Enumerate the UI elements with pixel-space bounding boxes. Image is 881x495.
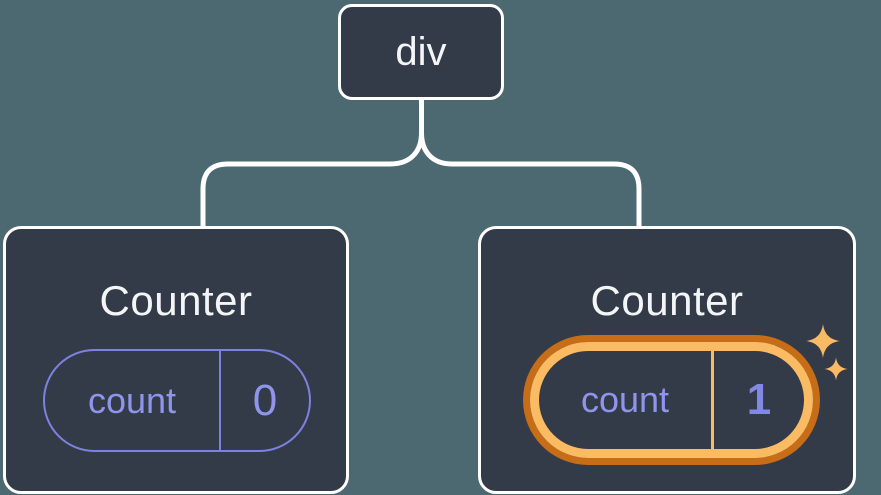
- sparkle-small: [824, 357, 848, 381]
- state-key-label: count: [45, 351, 221, 450]
- root-node-div: div: [338, 4, 504, 100]
- state-pill-left: count 0: [43, 349, 311, 452]
- sparkles-icon: [806, 324, 848, 381]
- counter-node-right: Counter count 1: [478, 226, 856, 494]
- counter-right-title: Counter: [590, 277, 744, 324]
- counter-left-title: Counter: [99, 277, 253, 324]
- connector-right-branch: [419, 100, 642, 228]
- state-value: 0: [252, 375, 278, 425]
- counter-node-left: Counter count 0: [3, 226, 349, 494]
- state-key-label: count: [539, 351, 714, 449]
- state-value: 1: [746, 375, 772, 424]
- sparkle-large: [806, 324, 840, 358]
- connector-left-branch: [200, 100, 424, 228]
- state-pill-highlighted: count 1: [530, 342, 813, 458]
- root-node-label: div: [395, 29, 447, 74]
